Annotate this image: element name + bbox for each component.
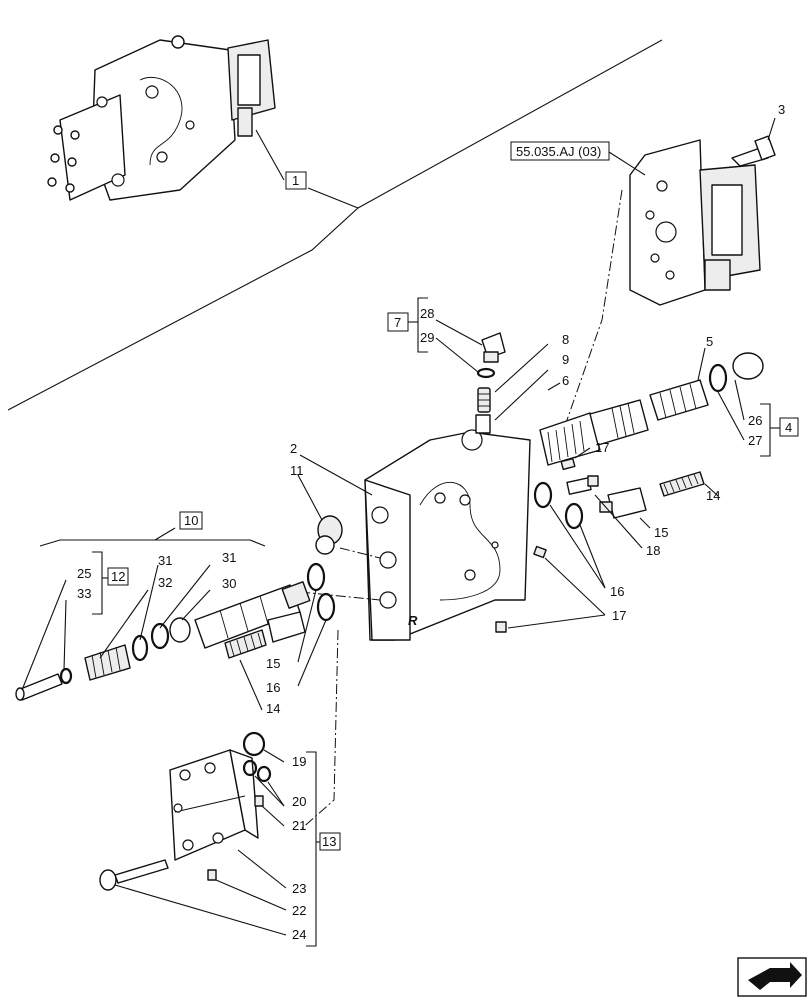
label-12: 12: [111, 569, 125, 584]
label-3: 3: [778, 102, 785, 117]
label-17-bottom: 17: [612, 608, 626, 623]
label-15-right: 15: [654, 525, 668, 540]
relief-valve-15-right: [599, 487, 647, 519]
reference-module-illustration: [629, 139, 761, 306]
label-box-12: [107, 567, 129, 586]
label-20: 20: [292, 794, 306, 809]
label-11: 11: [290, 463, 304, 478]
label-8: 8: [562, 332, 569, 347]
long-diagonal-line: [7, 39, 663, 411]
poppet-9: [475, 414, 491, 434]
spring-14-left: [224, 629, 267, 659]
label-2: 2: [290, 441, 297, 456]
label-30: 30: [222, 576, 236, 591]
seat-30: [169, 617, 191, 643]
oring-29: [476, 367, 496, 379]
plug-28: [481, 332, 506, 363]
plug-11: [315, 515, 343, 555]
label-31-left: 31: [158, 553, 172, 568]
label-23: 23: [292, 881, 306, 896]
label-7: 7: [394, 315, 401, 330]
spring-8: [477, 387, 491, 413]
label-16-right: 16: [610, 584, 624, 599]
plug-22: [207, 869, 217, 881]
oring-15-left: [306, 562, 326, 592]
spool-5: [539, 379, 709, 466]
label-28: 28: [420, 306, 434, 321]
label-10: 10: [184, 513, 198, 528]
label-14-left: 14: [266, 701, 280, 716]
oring-16b: [564, 502, 584, 530]
label-1: 1: [292, 173, 299, 188]
relief-valve-15-left: [267, 611, 306, 643]
cap-26: [732, 352, 764, 380]
label-29: 29: [420, 330, 434, 345]
label-box-10: [179, 511, 203, 530]
label-32: 32: [158, 575, 172, 590]
plug-17-bottom: [495, 621, 507, 633]
label-15-left: 15: [266, 656, 280, 671]
label-9: 9: [562, 352, 569, 367]
label-19: 19: [292, 754, 306, 769]
cap-25: [15, 673, 63, 701]
reference-label: 55.035.AJ (03): [516, 144, 601, 159]
label-21: 21: [292, 818, 306, 833]
label-box-4: [779, 417, 799, 437]
oring-20b: [256, 765, 272, 783]
label-6: 6: [562, 373, 569, 388]
oring-16a: [533, 481, 553, 509]
oring-27: [708, 363, 728, 393]
bolt-3: [731, 135, 776, 167]
label-17-top: 17: [595, 440, 609, 455]
label-26: 26: [748, 413, 762, 428]
label-5: 5: [706, 334, 713, 349]
oring-16-left: [316, 592, 336, 622]
label-18: 18: [646, 543, 660, 558]
label-14-right: 14: [706, 488, 720, 503]
assembled-valve-illustration: [47, 35, 276, 201]
label-33: 33: [77, 586, 91, 601]
label-13: 13: [322, 834, 336, 849]
navigation-arrow-icon[interactable]: [737, 957, 807, 997]
check-valve-18: [566, 475, 599, 495]
label-4: 4: [785, 420, 792, 435]
reference-label-box: [510, 141, 610, 161]
label-box-7: [387, 312, 409, 332]
label-24: 24: [292, 927, 306, 942]
oring-20a: [242, 759, 258, 777]
svg-text:R: R: [408, 613, 418, 628]
plug-21: [254, 795, 264, 807]
washer-31a: [131, 634, 149, 662]
bolt-24: [99, 859, 169, 891]
label-box-1: [285, 171, 307, 190]
spring-14-right: [659, 471, 705, 497]
spring-32: [84, 644, 131, 681]
label-25: 25: [77, 566, 91, 581]
label-31-right: 31: [222, 550, 236, 565]
label-16-left: 16: [266, 680, 280, 695]
callout-line-1: [255, 129, 285, 181]
label-27: 27: [748, 433, 762, 448]
label-box-13: [319, 832, 341, 851]
label-22: 22: [292, 903, 306, 918]
plug-17-mid: [533, 545, 547, 559]
washer-31b: [150, 622, 170, 650]
oring-19: [242, 731, 266, 757]
oring-33: [59, 667, 73, 685]
valve-body: R: [364, 429, 531, 641]
end-cap: [169, 749, 259, 861]
plug-17-top: [560, 457, 576, 471]
